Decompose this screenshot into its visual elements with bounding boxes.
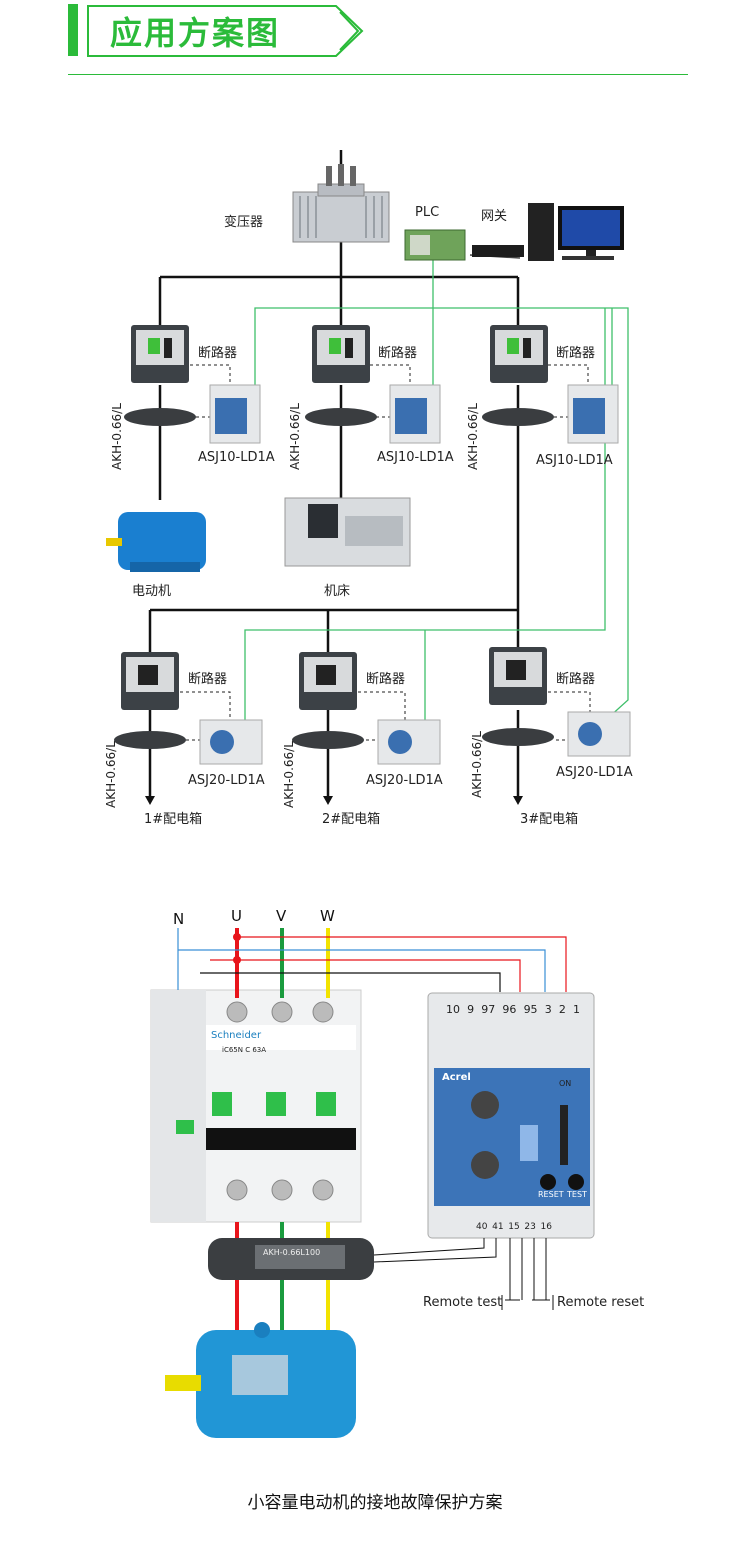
breaker-top-1: [131, 325, 189, 383]
terminal-97: 97: [481, 1003, 496, 1016]
breaker-bottom-3: [489, 647, 547, 705]
relay-label-bottom-2: ASJ20-LD1A: [366, 773, 443, 788]
relay-asj10-3: [567, 384, 619, 444]
terminal-bottom-41: 41: [492, 1222, 504, 1232]
ct-bottom-2: [292, 731, 364, 749]
test-label: TEST: [567, 1190, 587, 1199]
ct-label-bottom-3: AKH-0.66/L: [470, 731, 484, 798]
computer-icon: [528, 203, 624, 261]
ct-bottom-1: [114, 731, 186, 749]
ct-top-2: [305, 408, 377, 426]
motor-protection-diagram: [150, 928, 595, 1438]
terminal-bottom-15: 15: [508, 1222, 520, 1232]
ct-top-1: [124, 408, 196, 426]
breaker-bottom-2: [299, 652, 357, 710]
terminal-2: 2: [558, 1003, 566, 1016]
title-divider: [68, 74, 688, 75]
diagram-caption: 小容量电动机的接地故障保护方案: [247, 1493, 503, 1513]
box1-label: 1#配电箱: [144, 812, 203, 827]
gateway-icon: [472, 245, 524, 257]
relay-asj20-3: [567, 711, 631, 757]
relay-label-top-1: ASJ10-LD1A: [198, 450, 275, 465]
title-accent-bar: [68, 4, 78, 56]
page-title: 应用方案图: [110, 14, 281, 52]
relay-on-label: ON: [559, 1079, 572, 1088]
distribution-diagram: [106, 150, 631, 805]
breaker-label-3: 断路器: [556, 346, 596, 361]
breaker-brand: Schneider: [211, 1030, 262, 1041]
terminal-3: 3: [544, 1003, 552, 1016]
ct-label-top-3: AKH-0.66/L: [466, 403, 480, 470]
relay-asj20-1: [199, 719, 263, 765]
terminal-1: 1: [572, 1003, 580, 1016]
ct-bottom-3: [482, 728, 554, 746]
terminal-9: 9: [467, 1003, 475, 1016]
breaker-label-6: 断路器: [556, 672, 596, 687]
relay-label-top-3: ASJ10-LD1A: [536, 453, 613, 468]
breaker-top-2: [312, 325, 370, 383]
phase-v-label: V: [276, 907, 287, 925]
plc-label: PLC: [415, 205, 440, 220]
breaker-label-2: 断路器: [378, 346, 418, 361]
terminal-95: 95: [523, 1003, 538, 1016]
remote-reset-label: Remote reset: [557, 1295, 645, 1310]
relay-asj10-2: [389, 384, 441, 444]
terminal-10: 10: [446, 1003, 460, 1016]
relay-bottom-terminals: 40 41 15 23 16: [476, 1222, 552, 1234]
relay-label-bottom-1: ASJ20-LD1A: [188, 773, 265, 788]
ct-text: AKH-0.66L100: [263, 1248, 321, 1257]
relay-asj20-2: [377, 719, 441, 765]
transformer-label: 变压器: [224, 215, 264, 230]
terminal-bottom-23: 23: [524, 1222, 536, 1232]
relay-brand: Acrel: [442, 1072, 471, 1083]
phase-n-label: N: [173, 910, 185, 928]
ct-top-3: [482, 408, 554, 426]
relay-label-top-2: ASJ10-LD1A: [377, 450, 454, 465]
ct-label-top-1: AKH-0.66/L: [110, 403, 124, 470]
gateway-label: 网关: [481, 209, 508, 224]
reset-label: RESET: [538, 1190, 564, 1199]
motor-label: 电动机: [132, 584, 172, 599]
machine-tool-icon: [284, 497, 411, 567]
terminal-bottom-16: 16: [540, 1222, 552, 1232]
remote-test-label: Remote test: [423, 1295, 503, 1310]
box3-label: 3#配电箱: [520, 812, 579, 827]
machine-label: 机床: [324, 584, 351, 599]
relay-asj10-1: [209, 384, 261, 444]
breaker-label-1: 断路器: [198, 346, 238, 361]
ct-label-bottom-2: AKH-0.66/L: [282, 741, 296, 808]
terminal-96: 96: [502, 1003, 517, 1016]
terminal-bottom-40: 40: [476, 1222, 488, 1232]
relay-label-bottom-3: ASJ20-LD1A: [556, 765, 633, 780]
phase-u-label: U: [231, 907, 242, 925]
plc-icon: [404, 229, 466, 261]
phase-w-label: W: [320, 907, 335, 925]
ct-label-bottom-1: AKH-0.66/L: [104, 741, 118, 808]
transformer-icon: [292, 164, 390, 243]
box2-label: 2#配电箱: [322, 812, 381, 827]
breaker-model: iC65N C 63A: [222, 1046, 267, 1054]
title-frame: [87, 5, 364, 57]
breaker-label-4: 断路器: [188, 672, 228, 687]
breaker-label-5: 断路器: [366, 672, 406, 687]
ct-label-top-2: AKH-0.66/L: [288, 403, 302, 470]
motor-photo: [165, 1322, 356, 1438]
breaker-top-3: [490, 325, 548, 383]
motor-icon: [106, 512, 206, 572]
breaker-bottom-1: [121, 652, 179, 710]
